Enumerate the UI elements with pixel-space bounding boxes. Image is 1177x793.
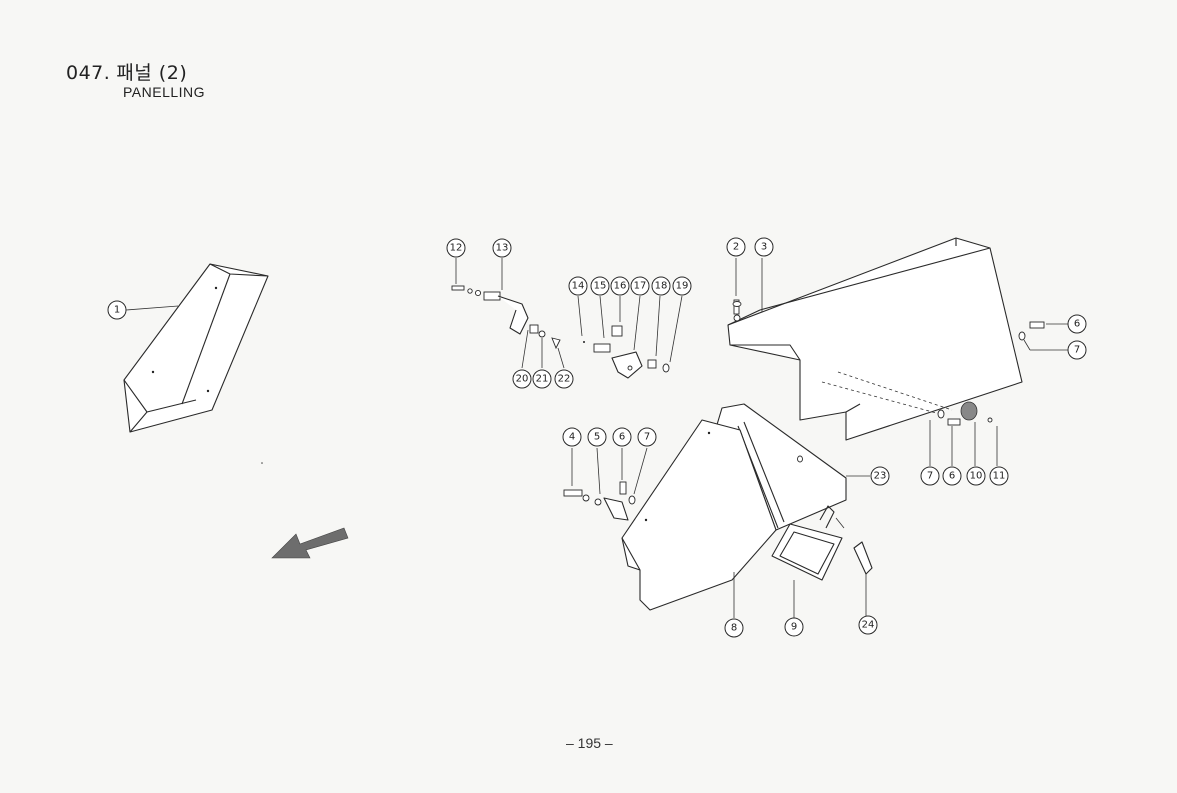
callout-20: 20 [512, 369, 532, 389]
callout-1: 1 [107, 300, 127, 320]
svg-text:22: 22 [558, 374, 571, 385]
callout-14: 14 [568, 276, 588, 296]
callout-16: 16 [610, 276, 630, 296]
svg-text:21: 21 [536, 374, 549, 385]
part-1-left-panel [123, 263, 269, 433]
section-title-ko: 패널 (2) [116, 62, 188, 84]
svg-text:17: 17 [634, 281, 647, 292]
callout-22: 22 [554, 369, 574, 389]
page-number: – 195 – [566, 735, 613, 751]
callout-19: 19 [672, 276, 692, 296]
svg-text:20: 20 [516, 374, 529, 385]
section-title: 047.패널 (2) [66, 58, 205, 85]
callout-23: 23 [870, 466, 890, 486]
svg-text:23: 23 [874, 471, 887, 482]
svg-text:9: 9 [791, 622, 797, 633]
section-number: 047. [66, 62, 111, 84]
callout-7-right: 7 [920, 466, 940, 486]
callout-18: 18 [651, 276, 671, 296]
svg-text:7: 7 [644, 432, 650, 443]
hardware-lines [451, 258, 1068, 521]
callout-21: 21 [532, 369, 552, 389]
svg-text:6: 6 [1074, 319, 1080, 330]
svg-text:13: 13 [496, 243, 509, 254]
svg-text:7: 7 [927, 471, 933, 482]
callout-9: 9 [784, 617, 804, 637]
callout-5: 5 [587, 427, 607, 447]
callout-8: 8 [724, 618, 744, 638]
svg-text:6: 6 [949, 471, 955, 482]
svg-text:14: 14 [572, 281, 585, 292]
part-9-window-frame [771, 505, 845, 618]
direction-arrow-icon [271, 527, 349, 559]
svg-text:6: 6 [619, 432, 625, 443]
callout-7-upper: 7 [1067, 340, 1087, 360]
svg-text:18: 18 [655, 281, 668, 292]
svg-text:5: 5 [594, 432, 600, 443]
callout-3: 3 [754, 237, 774, 257]
callout-24: 24 [858, 615, 878, 635]
callout-2: 2 [726, 237, 746, 257]
svg-text:24: 24 [862, 620, 875, 631]
callout-13: 13 [492, 238, 512, 258]
callout-17: 17 [630, 276, 650, 296]
svg-text:8: 8 [731, 623, 737, 634]
callout-4: 4 [562, 427, 582, 447]
svg-text:4: 4 [569, 432, 575, 443]
callout-11: 11 [989, 466, 1009, 486]
part-24-clip [853, 541, 873, 616]
callout-6-right: 6 [942, 466, 962, 486]
callout-15: 15 [590, 276, 610, 296]
svg-text:19: 19 [676, 281, 689, 292]
title-block: 047.패널 (2) PANELLING [66, 58, 205, 100]
svg-text:11: 11 [993, 471, 1006, 482]
section-title-en: PANELLING [123, 84, 206, 100]
svg-text:2: 2 [733, 242, 739, 253]
svg-text:10: 10 [970, 471, 983, 482]
svg-text:1: 1 [114, 305, 120, 316]
part-3-upper-panel [727, 237, 1023, 441]
svg-text:7: 7 [1074, 345, 1080, 356]
callout-12: 12 [446, 238, 466, 258]
callout-10: 10 [966, 466, 986, 486]
svg-text:15: 15 [594, 281, 607, 292]
svg-text:12: 12 [450, 243, 463, 254]
svg-text:3: 3 [761, 242, 767, 253]
callout-6-upper: 6 [1067, 314, 1087, 334]
svg-text:16: 16 [614, 281, 627, 292]
callout-7-lower: 7 [637, 427, 657, 447]
part-8-23-lower-panel [621, 403, 870, 618]
callout-6-lower: 6 [612, 427, 632, 447]
